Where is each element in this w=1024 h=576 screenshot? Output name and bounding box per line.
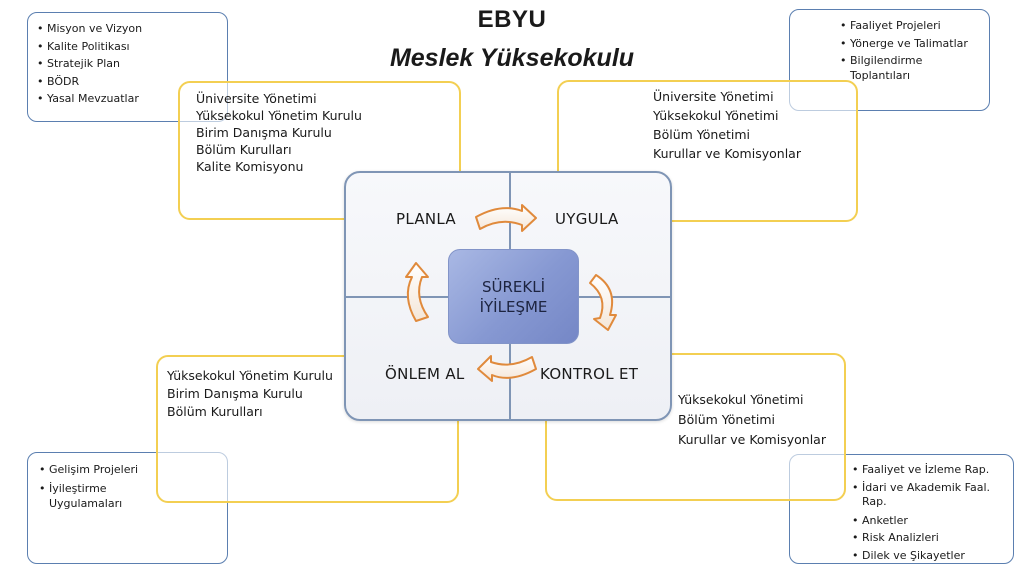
list-item: İdari ve Akademik Faal. Rap.: [852, 481, 1003, 509]
list-item: Faaliyet ve İzleme Rap.: [852, 461, 1003, 479]
list-item: Kurullar ve Komisyonlar: [653, 146, 801, 161]
list-item: Dilek ve Şikayetler: [852, 547, 1003, 565]
list-item: Yüksekokul Yönetimi: [653, 108, 779, 123]
list-item: Bölüm Yönetimi: [653, 127, 751, 142]
list-item: BÖDR: [37, 73, 227, 91]
top-left-list: Misyon ve Vizyon Kalite Politikası Strat…: [37, 20, 227, 108]
bottom-left-org-list: Yüksekokul Yönetim Kurulu Birim Danışma …: [167, 367, 457, 421]
quadrant-check-label: KONTROL ET: [540, 365, 639, 383]
list-item: Birim Danışma Kurulu: [167, 386, 303, 401]
list-item: Bilgilendirme Toplantıları: [840, 53, 981, 83]
list-item: Kalite Komisyonu: [196, 159, 304, 174]
arrow-do-to-check-icon: [589, 274, 617, 331]
list-item: Birim Danışma Kurulu: [196, 125, 332, 140]
list-item: Anketler: [852, 512, 1003, 530]
pdca-panel: PLANLA UYGULA ÖNLEM AL KONTROL ET SÜREKL…: [344, 171, 672, 421]
list-item: Bölüm Kurulları: [167, 404, 263, 419]
top-right-list: Faaliyet Projeleri Yönerge ve Talimatlar…: [840, 17, 981, 83]
page-subtitle: Meslek Yüksekokulu: [389, 44, 635, 72]
list-item: Yüksekokul Yönetimi: [678, 392, 804, 407]
list-item: Risk Analizleri: [852, 529, 1003, 547]
list-item: Bölüm Yönetimi: [678, 412, 776, 427]
list-item: Yönerge ve Talimatlar: [840, 35, 981, 53]
list-item: Gelişim Projeleri: [39, 461, 149, 479]
quadrant-plan-label: PLANLA: [396, 210, 456, 228]
center-label-line2: İYİLEŞME: [479, 297, 548, 316]
bottom-left-list: Gelişim Projeleri İyileştirme Uygulamala…: [39, 461, 149, 511]
continuous-improvement-box: SÜREKLİ İYİLEŞME: [448, 249, 579, 344]
top-right-org-list: Üniversite Yönetimi Yüksekokul Yönetimi …: [653, 87, 856, 163]
center-label-line1: SÜREKLİ: [481, 277, 546, 296]
top-left-org-list: Üniversite Yönetimi Yüksekokul Yönetim K…: [196, 90, 459, 175]
list-item: Faaliyet Projeleri: [840, 17, 981, 35]
arrow-plan-to-do-icon: [475, 204, 537, 232]
list-item: Üniversite Yönetimi: [196, 91, 317, 106]
quadrant-act-label: ÖNLEM AL: [385, 365, 465, 383]
page-title: EBYU: [477, 6, 547, 33]
bottom-right-org-list: Yüksekokul Yönetimi Bölüm Yönetimi Kurul…: [678, 390, 844, 450]
list-item: Stratejik Plan: [37, 55, 227, 73]
list-item: Yüksekokul Yönetim Kurulu: [167, 368, 333, 383]
list-item: Yasal Mevzuatlar: [37, 90, 227, 108]
list-item: Yüksekokul Yönetim Kurulu: [196, 108, 362, 123]
quadrant-do-label: UYGULA: [555, 210, 619, 228]
bottom-right-info-box: Faaliyet ve İzleme Rap. İdari ve Akademi…: [789, 454, 1014, 564]
list-item: Kalite Politikası: [37, 38, 227, 56]
arrow-check-to-act-icon: [477, 355, 537, 382]
cycle-arrows: [405, 204, 617, 382]
list-item: Misyon ve Vizyon: [37, 20, 227, 38]
list-item: İyileştirme Uygulamaları: [39, 481, 149, 511]
list-item: Bölüm Kurulları: [196, 142, 292, 157]
bottom-right-list: Faaliyet ve İzleme Rap. İdari ve Akademi…: [852, 461, 1003, 564]
arrow-act-to-plan-icon: [405, 262, 429, 322]
list-item: Kurullar ve Komisyonlar: [678, 432, 826, 447]
list-item: Üniversite Yönetimi: [653, 89, 774, 104]
